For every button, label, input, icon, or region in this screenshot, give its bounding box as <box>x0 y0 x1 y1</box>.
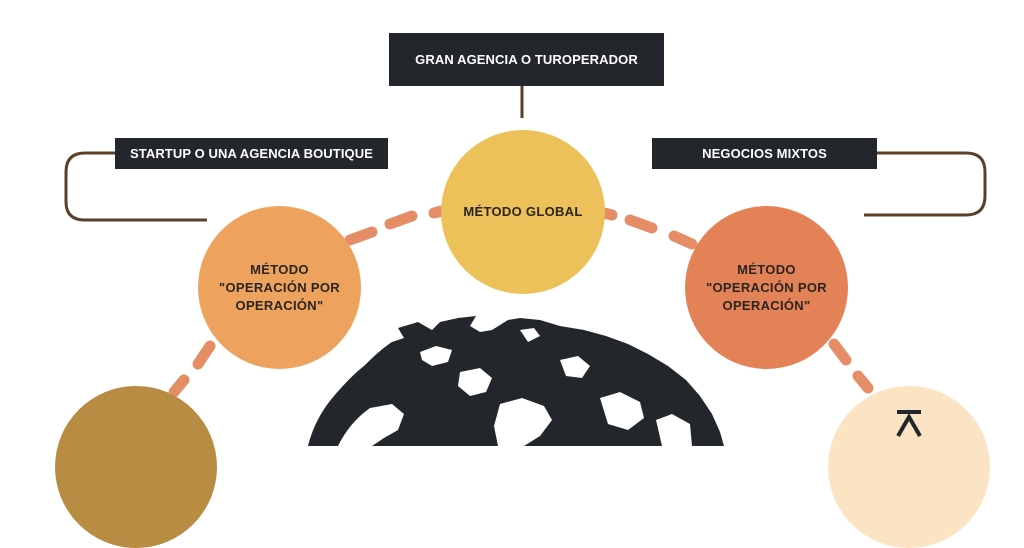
ocean-gap <box>494 398 552 446</box>
dash-segment <box>344 226 378 246</box>
dash-segment <box>192 340 216 370</box>
circle-global-text: MÉTODO GLOBAL <box>463 204 583 219</box>
label-left-text: STARTUP O UNA AGENCIA BOUTIQUE <box>129 146 374 161</box>
circle-right-text: MÉTODO "OPERACIÓN POR OPERACIÓN" <box>706 261 827 313</box>
label-right-negocios: NEGOCIOS MIXTOS <box>652 138 877 169</box>
circle-bottom-right <box>828 386 990 548</box>
circle-left-text: MÉTODO "OPERACIÓN POR OPERACIÓN" <box>219 261 340 313</box>
dash-segment <box>624 214 658 234</box>
label-left-startup: STARTUP O UNA AGENCIA BOUTIQUE <box>115 138 388 169</box>
dash-segment <box>852 370 874 394</box>
circle-metodo-global: MÉTODO GLOBAL <box>441 130 605 294</box>
dash-segment <box>168 374 190 398</box>
ocean-gap <box>600 392 644 430</box>
ocean-gap <box>458 368 492 396</box>
dash-segment <box>598 207 618 221</box>
ocean-gap <box>560 356 590 378</box>
label-right-text: NEGOCIOS MIXTOS <box>702 146 827 161</box>
caret-up-icon <box>896 410 922 438</box>
ocean-gap <box>656 414 692 446</box>
circle-metodo-left: MÉTODO "OPERACIÓN POR OPERACIÓN" <box>198 206 361 369</box>
ocean-gap <box>520 328 540 342</box>
circle-metodo-right: MÉTODO "OPERACIÓN POR OPERACIÓN" <box>685 206 848 369</box>
ocean-gap <box>338 404 404 446</box>
right-bracket-line <box>864 151 987 217</box>
circle-bottom-left <box>55 386 217 548</box>
dash-segment <box>828 338 852 366</box>
label-top-text: GRAN AGENCIA O TUROPERADOR <box>415 52 638 67</box>
globe-ocean-gaps <box>338 328 692 446</box>
dashed-arc-connectors <box>168 205 874 398</box>
dash-segment <box>428 205 448 219</box>
dash-segment <box>384 210 418 230</box>
label-top-gran-agencia: GRAN AGENCIA O TUROPERADOR <box>389 33 664 86</box>
left-bracket-line <box>64 151 207 222</box>
diagram-canvas <box>64 86 987 446</box>
dash-segment <box>668 230 698 250</box>
ocean-gap <box>420 346 452 366</box>
